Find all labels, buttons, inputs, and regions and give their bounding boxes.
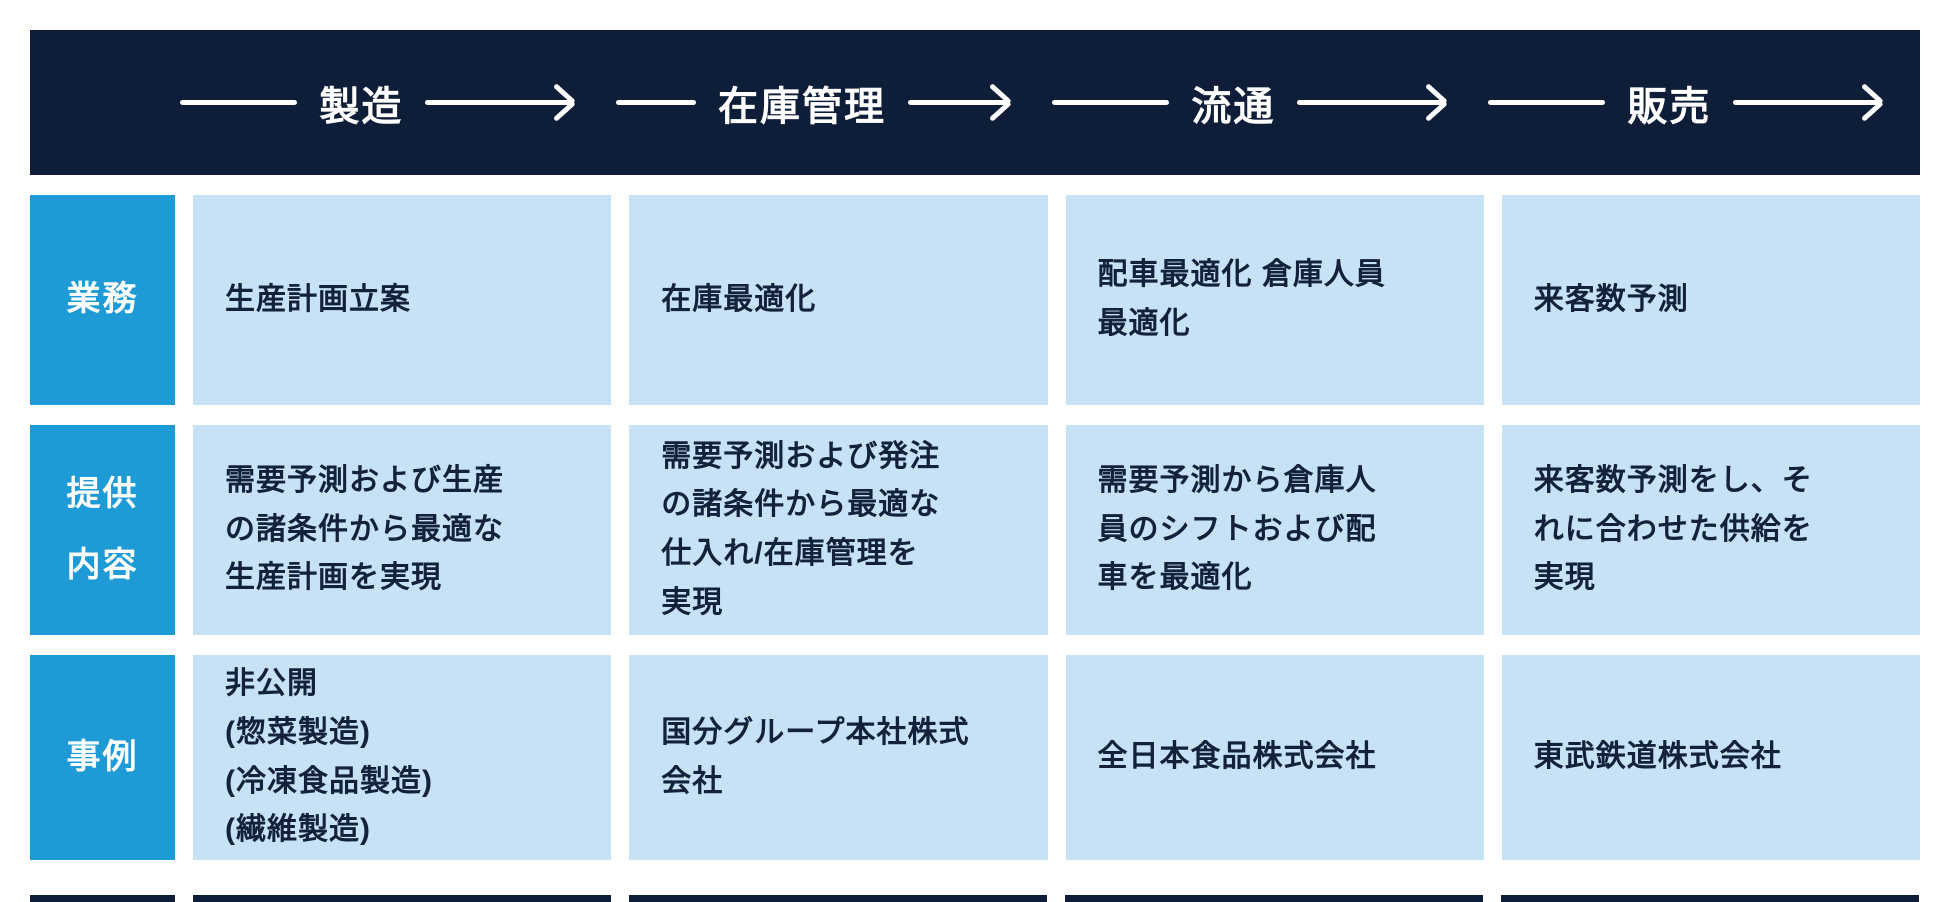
stage-inventory-management: 在庫管理 [616,74,1008,132]
matrix-cell: 国分グループ本社株式 会社 [629,655,1048,860]
cutoff-row-edge [193,895,611,902]
matrix-cell: 配車最適化 倉庫人員 最適化 [1065,195,1484,405]
matrix-cell: 需要予測から倉庫人 員のシフトおよび配 車を最適化 [1065,425,1484,635]
row-label-cases: 事例 [30,655,175,860]
flow-line-icon [180,100,298,105]
matrix-cell: 来客数予測をし、そ れに合わせた供給を 実現 [1501,425,1920,635]
cutoff-row-edge [1501,895,1919,902]
flow-arrow-icon [1297,100,1444,105]
flow-arrow-icon [908,100,1008,105]
flow-arrow-icon [1733,100,1880,105]
matrix-cell: 東武鉄道株式会社 [1501,655,1920,860]
matrix-cell: 生産計画立案 [193,195,612,405]
stage-distribution: 流通 [1052,74,1444,132]
flow-line-icon [1488,100,1606,105]
cutoff-row-edge [30,895,175,902]
stage-label: 在庫管理 [718,84,886,129]
diagram-grid: 製造 在庫管理 流通 販売 業務 生産計画立案 在庫最適化 配車最適化 倉 [30,30,1920,860]
cutoff-row-edge [629,895,1047,902]
matrix-cell: 需要予測および生産 の諸条件から最適な 生産計画を実現 [193,425,612,635]
matrix-cell: 来客数予測 [1501,195,1920,405]
row-label-offering: 提供 内容 [30,425,175,635]
flow-line-icon [616,100,696,105]
stage-label: 流通 [1191,84,1276,129]
flow-arrow-icon [425,100,572,105]
flow-header-bar: 製造 在庫管理 流通 販売 [30,30,1920,175]
stage-sales: 販売 [1488,74,1880,132]
stage-label: 製造 [319,84,404,129]
stage-manufacturing: 製造 [180,74,572,132]
matrix-cell: 非公開 (惣菜製造) (冷凍食品製造) (繊維製造) [193,655,612,860]
matrix-cell: 需要予測および発注 の諸条件から最適な 仕入れ/在庫管理を 実現 [629,425,1048,635]
stage-label: 販売 [1627,84,1712,129]
cutoff-row-edge [1065,895,1483,902]
flow-line-icon [1052,100,1170,105]
matrix-cell: 在庫最適化 [629,195,1048,405]
matrix-cell: 全日本食品株式会社 [1065,655,1484,860]
row-label-operations: 業務 [30,195,175,405]
